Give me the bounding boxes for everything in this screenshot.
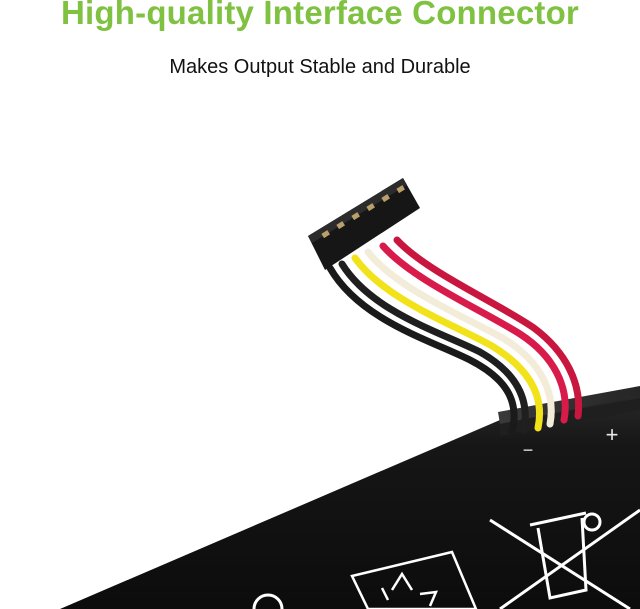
round-emblem bbox=[252, 593, 284, 609]
minus-label: − bbox=[523, 440, 534, 460]
crossed-out-bin-icon bbox=[489, 508, 640, 609]
subheadline: Makes Output Stable and Durable bbox=[169, 56, 471, 78]
wire-black-2 bbox=[338, 260, 529, 434]
wire-red-1 bbox=[379, 242, 569, 424]
wire-red-2 bbox=[393, 236, 583, 420]
connector-plug bbox=[308, 178, 420, 270]
plus-label: + bbox=[606, 422, 619, 447]
cable-bundle bbox=[326, 236, 583, 436]
recycle-icon bbox=[350, 550, 478, 609]
wire-black-1 bbox=[326, 264, 518, 436]
wire-white bbox=[364, 248, 555, 428]
wire-yellow bbox=[351, 254, 543, 432]
headline: High-quality Interface Connector bbox=[61, 0, 579, 31]
